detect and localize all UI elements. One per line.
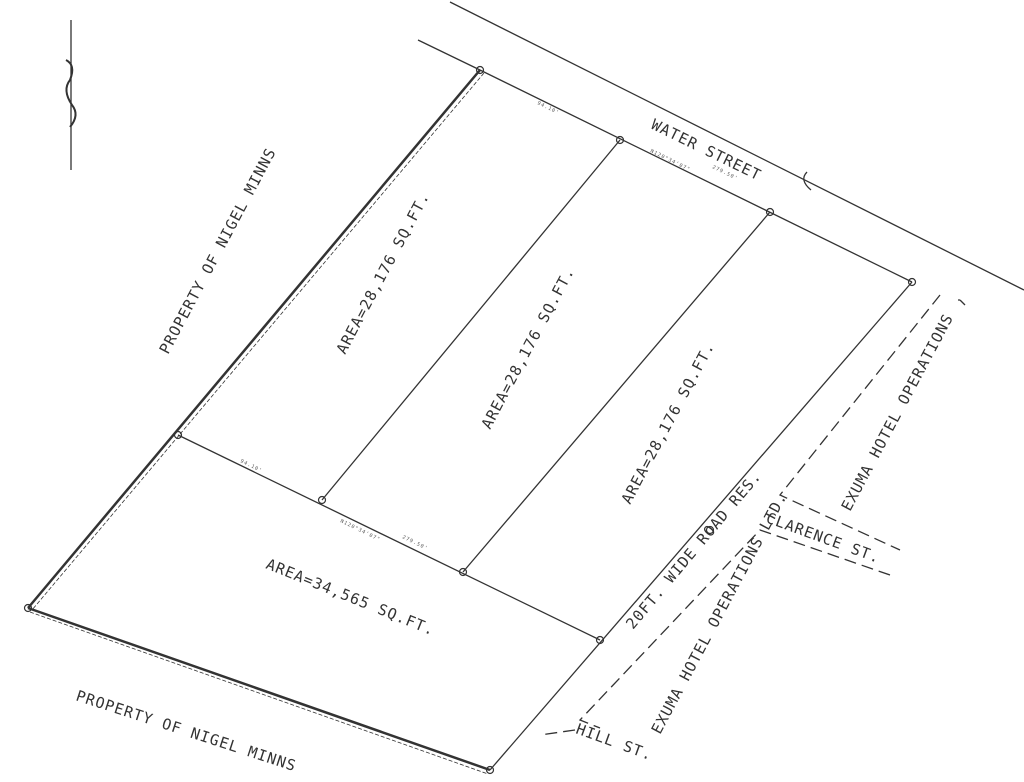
front-boundary	[479, 69, 913, 283]
lot-divider	[177, 434, 601, 641]
bottom-boundary	[27, 606, 491, 772]
lot-area-label: AREA=28,176 SQ.FT.	[333, 189, 434, 357]
neighbor-label: PROPERTY OF NIGEL MINNS	[74, 687, 299, 775]
neighbor-label: PROPERTY OF NIGEL MINNS	[156, 145, 280, 357]
water-street-line	[417, 39, 481, 71]
lot-area-label: AREA=28,176 SQ.FT.	[618, 339, 719, 507]
curve-mark	[803, 171, 812, 191]
lot-area-label: AREA=28,176 SQ.FT.	[478, 264, 579, 432]
right-boundary	[489, 281, 913, 771]
water-street-edge	[449, 1, 1024, 291]
left-boundary	[27, 69, 481, 609]
water-street-label: WATER STREET	[648, 115, 764, 184]
road-res-line	[959, 299, 966, 306]
lot-area-label: AREA=34,565 SQ.FT.	[264, 555, 438, 639]
lot-divider	[462, 211, 771, 573]
north-arrow-icon	[65, 20, 77, 170]
exuma-outline-top	[778, 294, 960, 551]
corner-markers	[23, 65, 917, 775]
dimension-label: N120°34'07"	[649, 148, 691, 173]
hill-street-label: HILL ST.	[574, 720, 656, 764]
lot-divider	[321, 139, 621, 501]
bottom-boundary-hatch	[29, 611, 489, 775]
left-boundary-hatch	[31, 72, 485, 611]
exuma-outline-bottom	[539, 529, 891, 736]
neighbor-label: EXUMA HOTEL OPERATIONS	[838, 311, 957, 514]
